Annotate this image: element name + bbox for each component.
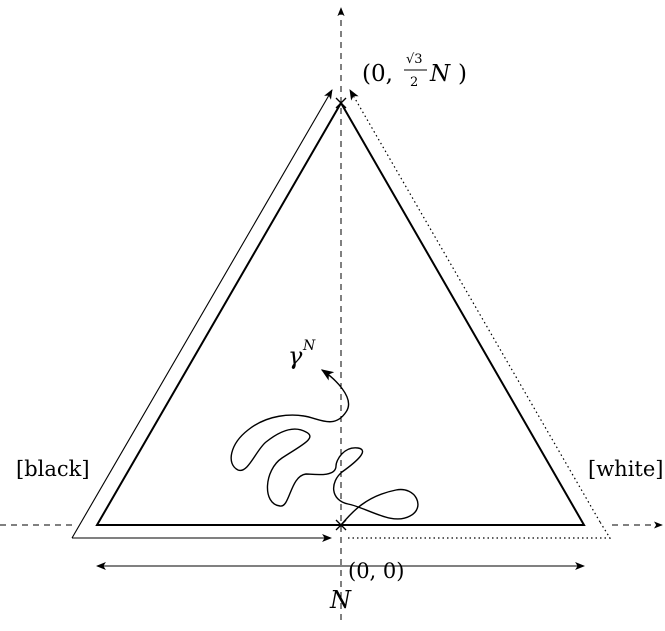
svg-text:N: N — [429, 61, 451, 87]
svg-text:): ) — [458, 61, 467, 87]
gamma-label: γ N — [288, 338, 316, 370]
white-boundary-right — [349, 89, 601, 523]
white-side-label: [white] — [588, 457, 663, 481]
gamma-curve — [230, 369, 419, 526]
white-boundary-bottom — [348, 521, 612, 539]
black-boundary-left — [71, 89, 333, 539]
black-side-label: [black] — [16, 457, 90, 481]
svg-text:√3: √3 — [406, 52, 423, 67]
origin-label: (0, 0) — [348, 559, 404, 583]
svg-text:γ: γ — [288, 342, 303, 370]
svg-text:2: 2 — [410, 75, 418, 90]
width-label: N — [329, 586, 352, 614]
svg-text:N: N — [302, 338, 316, 354]
svg-text:(0,: (0, — [362, 61, 393, 87]
top-vertex-label: (0, √3 2 N ) — [362, 52, 467, 90]
top-vertex-marker — [335, 97, 347, 109]
